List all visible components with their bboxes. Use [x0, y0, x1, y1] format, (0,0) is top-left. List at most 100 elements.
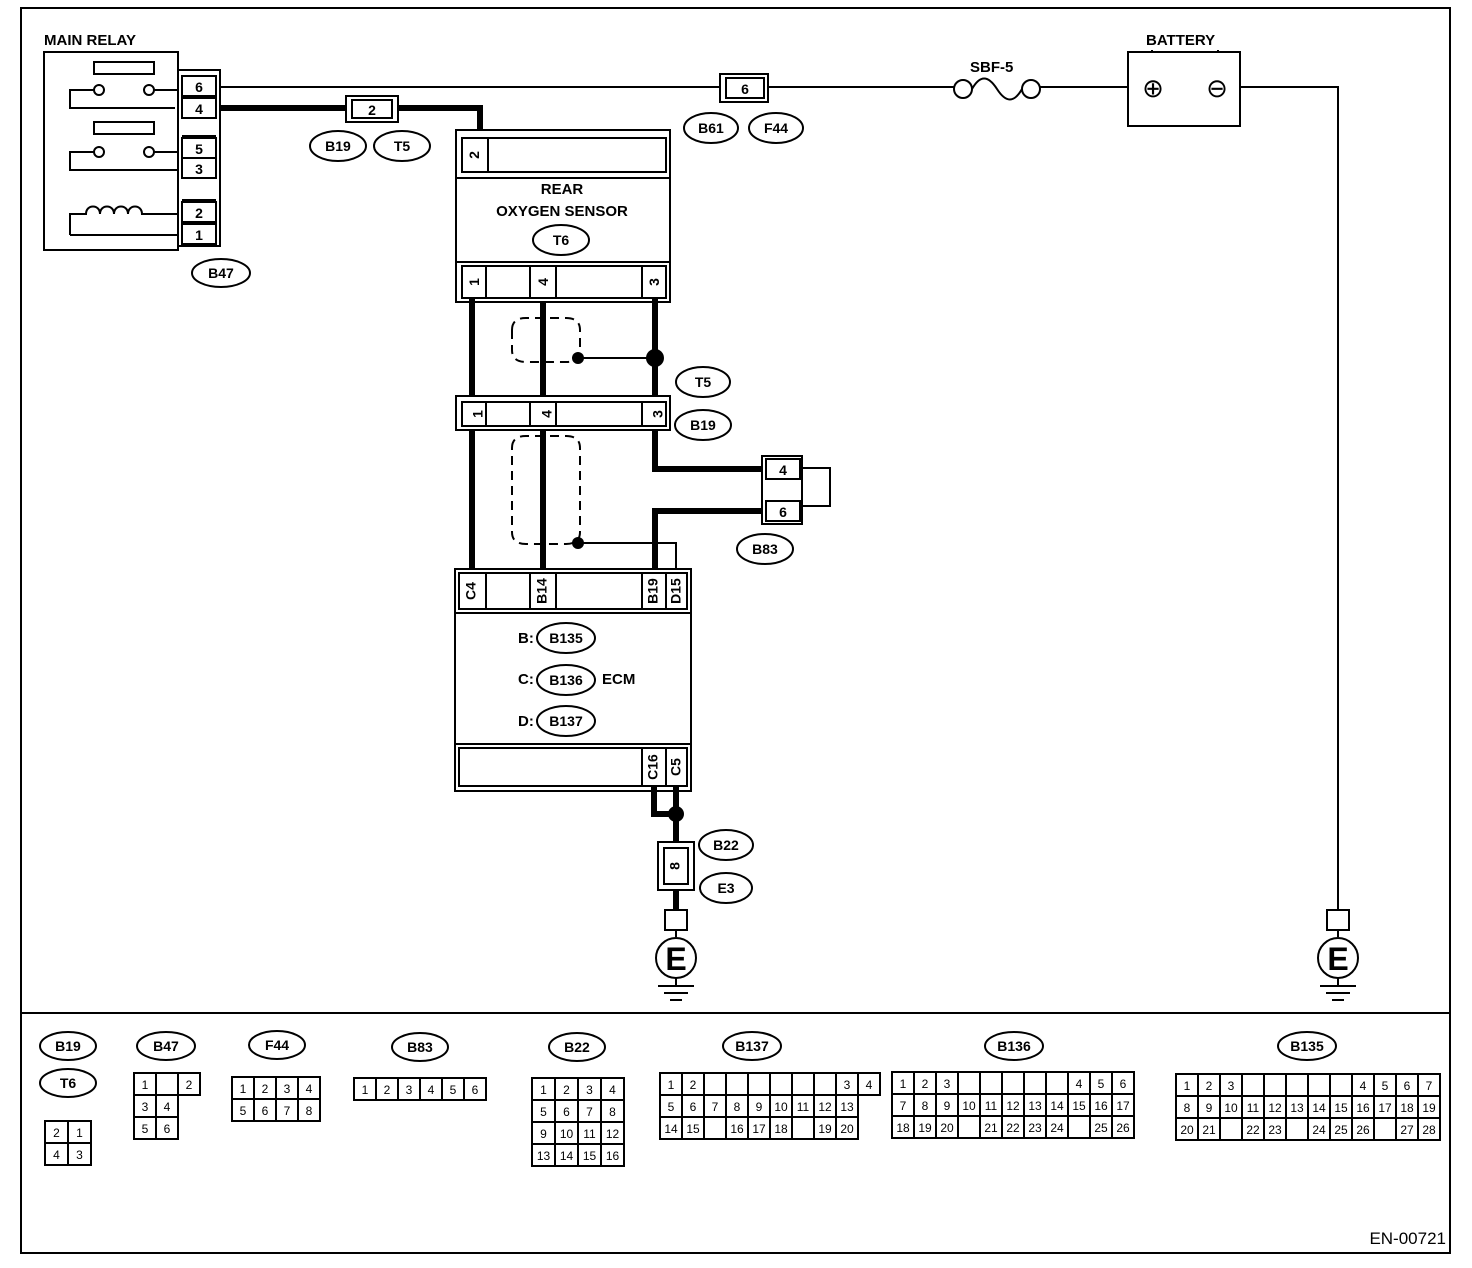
battery-plus-icon: ⊕	[1142, 73, 1164, 103]
relay-pin-4: 4	[195, 101, 203, 117]
svg-text:21: 21	[1202, 1123, 1216, 1137]
svg-text:11: 11	[797, 1100, 810, 1114]
svg-text:16: 16	[1094, 1099, 1108, 1113]
connector-tag-t6: T6	[532, 224, 590, 256]
svg-text:24: 24	[1050, 1121, 1064, 1135]
svg-text:16: 16	[1356, 1101, 1370, 1115]
coil-icon	[69, 205, 178, 235]
svg-text:B83: B83	[752, 541, 778, 557]
svg-text:1: 1	[1184, 1079, 1191, 1093]
connector-tag-e3: E3	[699, 872, 753, 904]
svg-text:8: 8	[1184, 1101, 1191, 1115]
fuse-sbf5: SBF-5	[953, 59, 1041, 101]
sensor-title-line2: OXYGEN SENSOR	[496, 203, 628, 220]
svg-text:2: 2	[563, 1083, 570, 1097]
svg-text:12: 12	[1268, 1101, 1282, 1115]
svg-text:14: 14	[560, 1149, 574, 1163]
svg-text:T5: T5	[695, 374, 712, 390]
relay-pin-5: 5	[195, 141, 203, 157]
svg-text:21: 21	[984, 1121, 998, 1135]
svg-text:6: 6	[472, 1083, 479, 1097]
connector-tag-b136: B136	[536, 664, 596, 696]
svg-text:7: 7	[900, 1099, 907, 1113]
sensor-pin-4: 4	[535, 278, 551, 286]
svg-text:18: 18	[1400, 1101, 1414, 1115]
svg-text:12: 12	[606, 1127, 620, 1141]
svg-text:4: 4	[306, 1082, 313, 1096]
main-relay: MAIN RELAY 6 4 5 3 2	[43, 32, 221, 251]
svg-text:B19: B19	[325, 138, 351, 154]
svg-text:20: 20	[840, 1122, 854, 1136]
svg-text:22: 22	[1246, 1123, 1260, 1137]
svg-text:3: 3	[1228, 1079, 1235, 1093]
svg-text:7: 7	[712, 1100, 719, 1114]
shield-1	[511, 317, 581, 363]
svg-text:6: 6	[741, 81, 749, 97]
svg-text:2: 2	[690, 1078, 697, 1092]
svg-text:7: 7	[284, 1104, 291, 1118]
svg-text:26: 26	[1356, 1123, 1370, 1137]
svg-text:11: 11	[583, 1127, 596, 1141]
svg-text:1: 1	[540, 1083, 547, 1097]
legend-tag-b136: B136	[984, 1031, 1044, 1061]
svg-text:7: 7	[1426, 1079, 1433, 1093]
legend-tag-b47: B47	[136, 1031, 196, 1061]
ecm-label: ECM	[602, 671, 635, 688]
svg-text:27: 27	[1400, 1123, 1414, 1137]
svg-text:24: 24	[1312, 1123, 1326, 1137]
svg-text:1: 1	[240, 1082, 247, 1096]
joint-pin-1: 1	[470, 410, 486, 418]
svg-text:17: 17	[752, 1122, 766, 1136]
wire-b83-pin6	[652, 508, 766, 572]
shield-2	[511, 435, 581, 545]
svg-text:5: 5	[450, 1083, 457, 1097]
connector-b83: 46	[761, 455, 831, 525]
connector-b19-t5-pin2: 2	[345, 95, 399, 123]
svg-text:6: 6	[164, 1122, 171, 1136]
svg-text:19: 19	[918, 1121, 932, 1135]
svg-text:E3: E3	[717, 880, 734, 896]
svg-text:11: 11	[1247, 1101, 1260, 1115]
svg-text:T6: T6	[60, 1075, 77, 1091]
svg-text:10: 10	[560, 1127, 574, 1141]
svg-text:16: 16	[606, 1149, 620, 1163]
svg-text:T5: T5	[394, 138, 411, 154]
svg-text:14: 14	[664, 1122, 678, 1136]
svg-text:13: 13	[537, 1149, 551, 1163]
svg-text:2: 2	[186, 1078, 193, 1092]
svg-text:B22: B22	[713, 837, 739, 853]
svg-text:2: 2	[262, 1082, 269, 1096]
svg-text:3: 3	[76, 1148, 83, 1162]
svg-text:16: 16	[730, 1122, 744, 1136]
svg-text:E: E	[665, 941, 686, 977]
ecm-pin-1: B14	[534, 578, 550, 604]
svg-text:23: 23	[1268, 1123, 1282, 1137]
svg-text:1: 1	[362, 1083, 369, 1097]
legend-tag-b19: B19	[39, 1031, 97, 1061]
svg-text:18: 18	[896, 1121, 910, 1135]
svg-text:6: 6	[690, 1100, 697, 1114]
svg-text:4: 4	[53, 1148, 60, 1162]
svg-text:B137: B137	[549, 713, 583, 729]
svg-text:9: 9	[540, 1127, 547, 1141]
ecm-pin-c16: C16	[645, 754, 661, 780]
ecm-prefix-b: B:	[518, 630, 534, 647]
svg-text:B135: B135	[1290, 1038, 1324, 1054]
ground-battery: E	[1317, 909, 1359, 1001]
connector-tag-b22: B22	[698, 829, 754, 861]
connector-tag-b19-top: B19	[309, 130, 367, 162]
joint-pin-4: 4	[539, 410, 555, 418]
svg-text:B83: B83	[407, 1039, 433, 1055]
connector-tag-b135: B135	[536, 622, 596, 654]
sensor-pin-3: 3	[646, 278, 662, 286]
svg-text:4: 4	[164, 1100, 171, 1114]
battery-label: BATTERY	[1146, 32, 1215, 49]
relay-pin-1: 1	[195, 227, 203, 243]
main-relay-label: MAIN RELAY	[44, 32, 136, 49]
svg-text:5: 5	[142, 1122, 149, 1136]
svg-text:B47: B47	[153, 1038, 179, 1054]
